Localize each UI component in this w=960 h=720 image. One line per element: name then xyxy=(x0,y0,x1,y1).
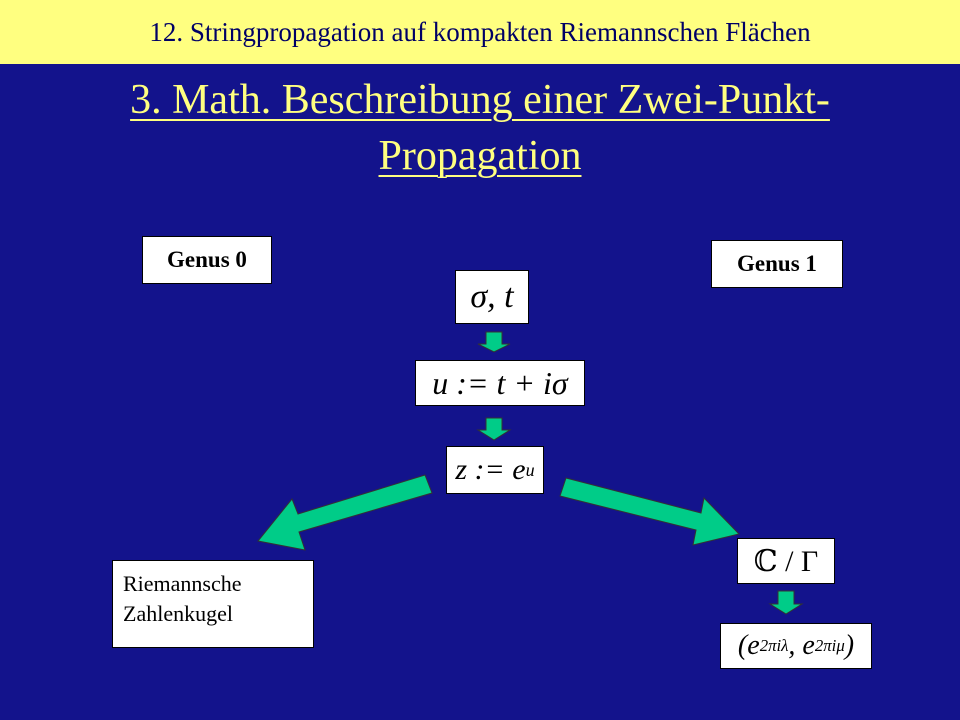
down-arrow-2 xyxy=(476,417,512,441)
title-line-1: 3. Math. Beschreibung einer Zwei-Punkt- xyxy=(130,77,830,123)
formula-sigma-t: σ, t xyxy=(455,270,529,324)
left-diagonal-arrow xyxy=(257,474,433,551)
right-diagonal-arrow xyxy=(559,477,740,546)
riemann-line-1: Riemannsche xyxy=(123,571,242,596)
riemann-line-2: Zahlenkugel xyxy=(123,601,233,626)
down-arrow-1 xyxy=(477,331,511,353)
title-line-2: Propagation xyxy=(378,133,582,179)
slide-header: 12. Stringpropagation auf kompakten Riem… xyxy=(0,0,960,64)
header-text: 12. Stringpropagation auf kompakten Riem… xyxy=(149,16,811,47)
down-arrow-3 xyxy=(768,590,804,615)
genus-0-label: Genus 0 xyxy=(142,236,272,284)
formula-u-definition: u := t + iσ xyxy=(415,360,585,406)
formula-torus-quotient: ℂ / Γ xyxy=(737,538,835,584)
slide-title: 3. Math. Beschreibung einer Zwei-Punkt- … xyxy=(20,72,940,184)
riemann-sphere-box: Riemannsche Zahlenkugel xyxy=(112,560,314,648)
genus-1-label: Genus 1 xyxy=(711,240,843,288)
